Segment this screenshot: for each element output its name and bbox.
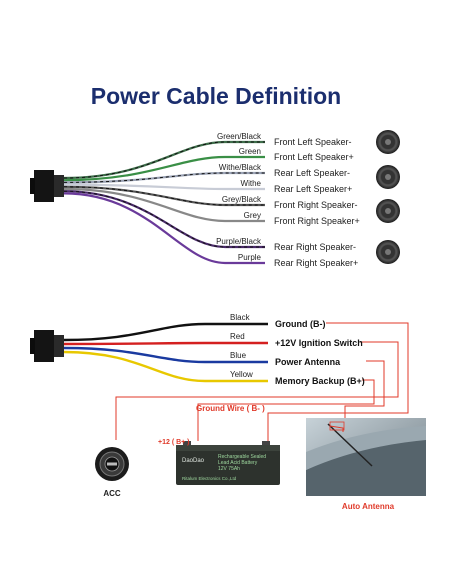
speaker-wire-function: Front Right Speaker- [274,200,358,210]
plus12-label: +12 ( B+ ) [158,439,190,446]
speaker-icon [376,199,400,223]
speaker-connector-body [54,175,64,197]
speaker-icon [376,130,400,154]
speaker-wire-stripe [63,172,265,183]
speaker-connector [34,170,54,202]
ignition-key-icon [95,447,129,481]
power-wire-function: Ground (B-) [275,319,325,329]
speaker-wire [63,187,265,223]
battery-line2: Lead Acid Battery [218,460,258,466]
power-connector-tab [30,338,35,354]
speaker-wire-function: Front Left Speaker- [274,137,352,147]
speaker-wire [63,171,265,184]
speaker-icon [376,240,400,264]
speaker-wire [63,183,265,191]
speaker-wire [63,155,265,182]
speaker-wire-name: Green/Black [217,132,262,141]
car-antenna-picture [306,418,426,496]
battery: DaoDao Rechargeable Sealed Lead Acid Bat… [176,441,280,485]
power-wire-name: Yellow [230,370,253,379]
speaker-wire-function: Rear Left Speaker- [274,168,350,178]
battery-line1: Rechargeable Sealed [218,454,266,460]
speaker-wire-stripe [63,141,265,179]
auto-antenna-label: Auto Antenna [342,502,395,511]
speaker-wire-function: Rear Right Speaker- [274,242,356,252]
speaker-wire [63,192,265,265]
power-wire [63,346,268,364]
battery-brand: DaoDao [182,458,205,464]
speaker-wire-name: Purple [238,253,262,262]
page-title: Power Cable Definition [91,83,341,109]
speaker-wire-function: Rear Right Speaker+ [274,258,358,268]
power-wire [63,322,268,342]
power-connector [34,330,54,362]
speaker-wire-stripe [63,186,265,206]
power-wire-function: Memory Backup (B+) [275,376,365,386]
power-wire-function: +12V Ignition Switch [275,338,363,348]
acc-label: ACC [103,489,121,498]
battery-line3: 12V 75Ah [218,466,240,472]
speaker-icon [376,165,400,189]
speaker-wire-function: Rear Left Speaker+ [274,184,352,194]
speaker-wire-function: Front Left Speaker+ [274,152,354,162]
speaker-connector-tab [30,178,35,194]
power-wire-function: Power Antenna [275,357,341,367]
ground-wire-label: Ground Wire ( B- ) [196,404,265,413]
speaker-wire-name: Purple/Black [216,237,262,246]
power-wire-name: Red [230,332,245,341]
power-connector-body [54,335,64,357]
speaker-wire-name: Grey/Black [222,195,262,204]
speaker-wire-name: Grey [244,211,261,220]
battery-maker: Ritalum Electronics Co.,Ltd [182,476,237,481]
power-wire [63,341,268,346]
speaker-wire-function: Front Right Speaker+ [274,216,360,226]
speaker-wire-name: Withe [241,179,262,188]
speaker-wire-stripe [63,190,265,248]
speaker-wire-name: Withe/Black [219,163,262,172]
power-wire [63,350,268,383]
guide-lines [115,322,409,445]
power-wire-name: Black [230,313,251,322]
speaker-wire-name: Green [239,147,261,156]
power-wire-name: Blue [230,351,247,360]
